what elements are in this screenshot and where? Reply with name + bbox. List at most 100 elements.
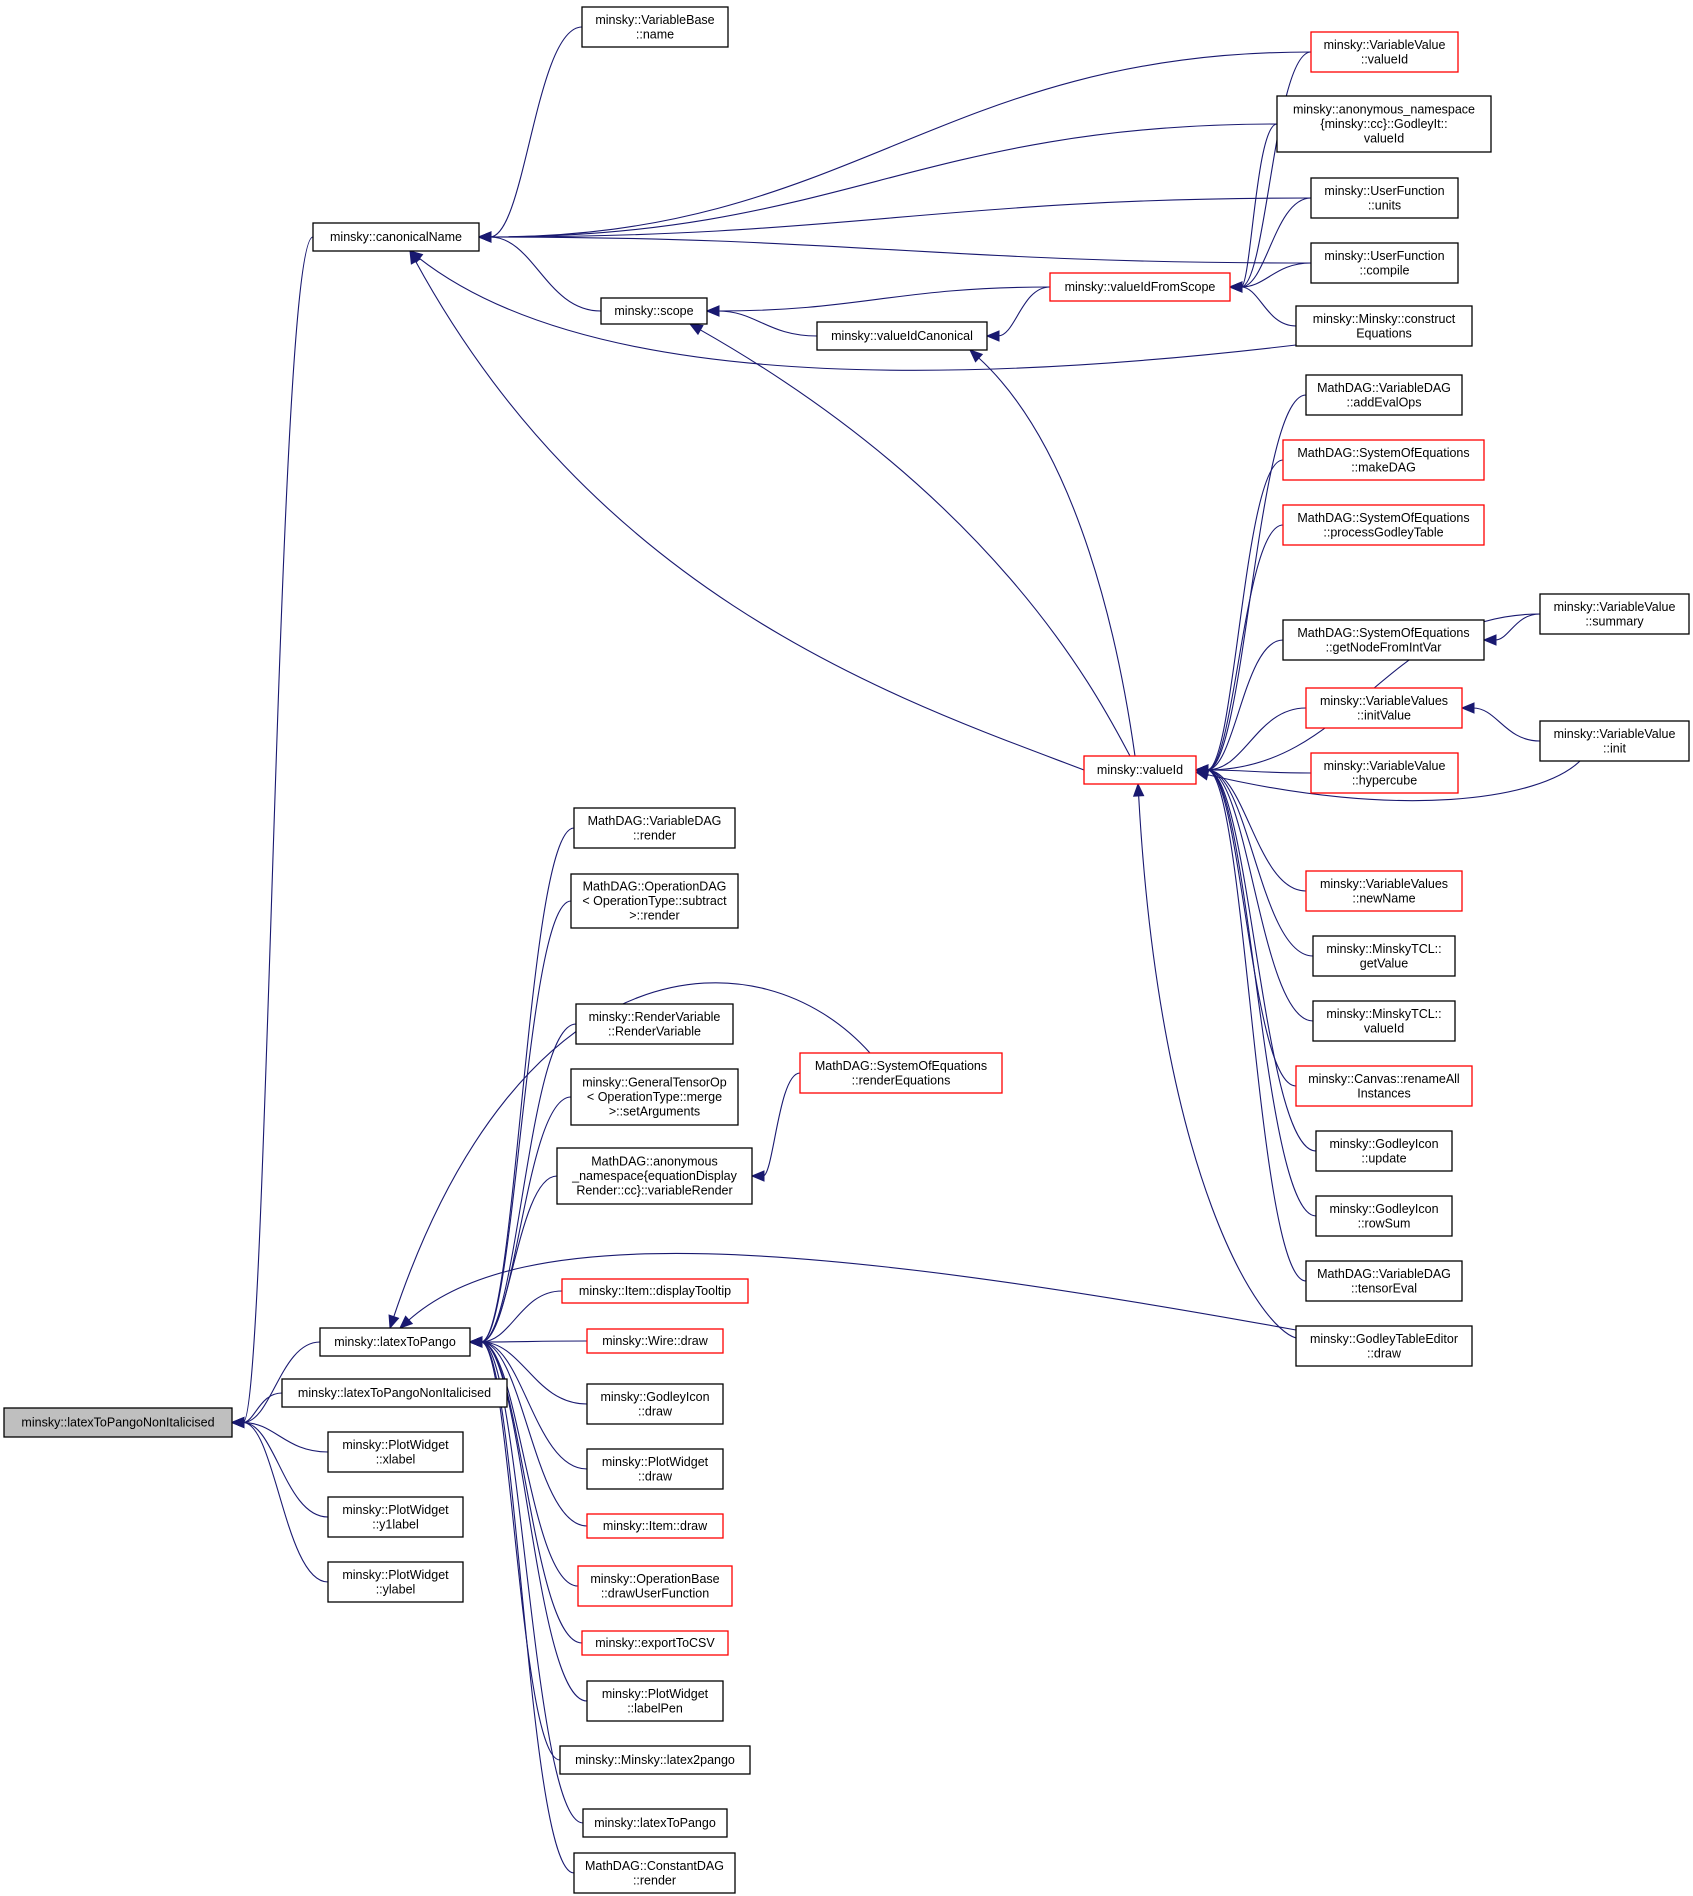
node-box [1539,593,1690,635]
node-label: < OperationType::subtract [582,894,727,908]
node-box [1295,305,1473,347]
node-label: minsky::OperationBase [590,1572,719,1586]
node-godleyIt[interactable]: minsky::anonymous_namespace{minsky::cc}:… [1276,95,1492,153]
node-label: minsky::PlotWidget [342,1568,449,1582]
edge-canonicalName-uf_units [477,197,1312,243]
node-uf_units[interactable]: minsky::UserFunction::units [1310,177,1459,219]
node-soe_renderEq[interactable]: MathDAG::SystemOfEquations::renderEquati… [799,1052,1003,1094]
node-label: minsky::MinskyTCL:: [1326,1007,1441,1021]
node-vvs_initValue[interactable]: minsky::VariableValues::initValue [1305,687,1463,729]
node-tcl_valueId[interactable]: minsky::MinskyTCL::valueId [1312,1000,1456,1042]
node-root[interactable]: minsky::latexToPangoNonItalicised [3,1407,233,1438]
node-label: ::render [633,828,676,842]
node-exportCSV[interactable]: minsky::exportToCSV [581,1630,729,1656]
node-label: minsky::Item::displayTooltip [579,1284,731,1298]
node-item_tooltip[interactable]: minsky::Item::displayTooltip [561,1278,749,1304]
node-vvs_newName[interactable]: minsky::VariableValues::newName [1305,870,1463,912]
node-label: minsky::GodleyTableEditor [1310,1332,1458,1346]
node-latexToPango2[interactable]: minsky::latexToPango [582,1808,728,1838]
node-box [570,1068,739,1126]
node-label: ::draw [638,1404,673,1418]
edge-valueId-tcl_valueId [1194,764,1314,1022]
node-plot_draw[interactable]: minsky::PlotWidget::draw [586,1448,724,1490]
node-gte_draw[interactable]: minsky::GodleyTableEditor::draw [1295,1325,1473,1367]
node-box [1049,272,1231,302]
node-label: minsky::VariableBase [595,13,714,27]
node-uf_compile[interactable]: minsky::UserFunction::compile [1310,242,1459,284]
edge-canonicalName-scope [477,231,602,312]
node-valueIdCanonical[interactable]: minsky::valueIdCanonical [816,321,988,351]
node-tcl_getValue[interactable]: minsky::MinskyTCL::getValue [1312,935,1456,977]
edge-root-canonicalName [230,236,314,1429]
node-box [573,807,736,849]
node-label: MathDAG::OperationDAG [583,880,727,894]
node-box [1305,870,1463,912]
node-canonicalName[interactable]: minsky::canonicalName [312,222,480,252]
node-label: minsky::VariableValue [1554,727,1676,741]
node-label: minsky::Canvas::renameAll [1308,1072,1459,1086]
node-scope[interactable]: minsky::scope [600,297,708,325]
node-plot_ylabel[interactable]: minsky::PlotWidget::ylabel [327,1561,464,1603]
node-cdag_render[interactable]: MathDAG::ConstantDAG::render [573,1852,736,1894]
node-box [1310,31,1459,73]
node-rv_render[interactable]: minsky::RenderVariable::RenderVariable [575,1003,734,1045]
node-latexToPango[interactable]: minsky::latexToPango [319,1327,471,1357]
node-soe_processGodley[interactable]: MathDAG::SystemOfEquations::processGodle… [1282,504,1485,546]
node-wire_draw[interactable]: minsky::Wire::draw [586,1328,724,1354]
node-plot_labelPen[interactable]: minsky::PlotWidget::labelPen [586,1680,724,1722]
node-minsky_latex2pango[interactable]: minsky::Minsky::latex2pango [559,1745,751,1775]
node-label: ::draw [638,1469,673,1483]
node-label: ::hypercube [1352,773,1417,787]
node-label: minsky::Item::draw [603,1519,708,1533]
node-gi_update[interactable]: minsky::GodleyIcon::update [1315,1130,1453,1172]
node-label: minsky::GodleyIcon [1329,1137,1438,1151]
node-gi_draw[interactable]: minsky::GodleyIcon::draw [586,1383,724,1425]
node-valueId[interactable]: minsky::valueId [1083,755,1197,785]
node-gto_setArgs[interactable]: minsky::GeneralTensorOp< OperationType::… [570,1068,739,1126]
node-vdag_render[interactable]: MathDAG::VariableDAG::render [573,807,736,849]
node-latexToPangoNonItalicised2[interactable]: minsky::latexToPangoNonItalicised [281,1378,508,1408]
edge-valueId-canvas_rename [1194,764,1297,1087]
node-valueIdFromScope[interactable]: minsky::valueIdFromScope [1049,272,1231,302]
node-label: minsky::VariableValue [1324,759,1446,773]
node-item_draw[interactable]: minsky::Item::draw [586,1513,724,1539]
node-op_drawUF[interactable]: minsky::OperationBase::drawUserFunction [577,1565,733,1607]
node-label: MathDAG::VariableDAG [1317,1267,1451,1281]
node-label: Equations [1356,326,1412,340]
edge-scope-valueIdCanonical [705,305,818,337]
node-plot_xlabel[interactable]: minsky::PlotWidget::xlabel [327,1431,464,1473]
node-label: ::init [1603,741,1626,755]
node-opdag_render[interactable]: MathDAG::OperationDAG< OperationType::su… [570,873,739,929]
node-soe_getNode[interactable]: MathDAG::SystemOfEquations::getNodeFromI… [1282,619,1485,661]
node-vdag_addEvalOps[interactable]: MathDAG::VariableDAG::addEvalOps [1305,374,1463,416]
edge-scope-valueId [688,323,1131,757]
node-vv_hypercube[interactable]: minsky::VariableValue::hypercube [1310,752,1459,794]
node-label: ::RenderVariable [608,1024,701,1038]
node-anon_varRender[interactable]: MathDAG::anonymous_namespace{equationDis… [556,1147,753,1205]
node-box [1083,755,1197,785]
node-vv_init[interactable]: minsky::VariableValue::init [1539,720,1690,762]
node-box [586,1328,724,1354]
edge-valueIdCanonical-valueId [969,349,1136,757]
edge-valueId-soe_makeDAG [1194,459,1284,776]
node-vdag_tensorEval[interactable]: MathDAG::VariableDAG::tensorEval [1305,1260,1463,1302]
node-label: < OperationType::merge [587,1090,722,1104]
edge-valueId-gte_draw [1132,782,1297,1339]
edge-latexToPango-item_tooltip [468,1290,563,1348]
node-soe_makeDAG[interactable]: MathDAG::SystemOfEquations::makeDAG [1282,439,1485,481]
node-label: valueId [1364,1021,1404,1035]
node-label: _namespace{equationDisplay [571,1169,737,1183]
node-gi_rowSum[interactable]: minsky::GodleyIcon::rowSum [1315,1195,1453,1237]
edge-anon_varRender-soe_renderEq [750,1072,801,1182]
node-vv_valueId[interactable]: minsky::VariableValue::valueId [1310,31,1459,73]
node-label: minsky::GodleyIcon [600,1390,709,1404]
node-varbase_name[interactable]: minsky::VariableBase::name [581,6,729,48]
node-box [1539,720,1690,762]
node-box [1305,374,1463,416]
node-box [1282,619,1485,661]
node-plot_y1label[interactable]: minsky::PlotWidget::y1label [327,1496,464,1538]
node-layer: minsky::latexToPangoNonItalicisedminsky:… [3,6,1690,1894]
node-vv_summary[interactable]: minsky::VariableValue::summary [1539,593,1690,635]
